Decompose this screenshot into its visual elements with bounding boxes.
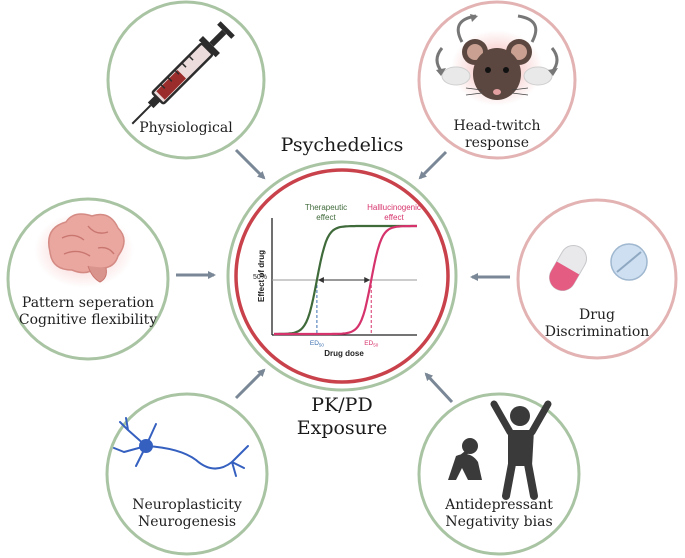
node-antidepressant bbox=[417, 392, 581, 556]
y-axis-label: Effect of drug bbox=[257, 250, 266, 302]
label-pattern-separation-2: Cognitive flexibility bbox=[18, 312, 158, 328]
label-neuroplasticity-1: Neuroplasticity bbox=[132, 497, 242, 513]
y-tick-label: 50% bbox=[253, 274, 267, 281]
pill-icon bbox=[549, 243, 648, 292]
node-pattern-separation bbox=[6, 197, 170, 361]
syringe-icon bbox=[131, 21, 235, 125]
mouse-icon bbox=[435, 14, 559, 106]
series-hallucinogenic-curve bbox=[274, 224, 417, 336]
center-title-bottom-2: Exposure bbox=[296, 417, 388, 439]
person-sad-icon bbox=[448, 438, 482, 480]
label-physiological: Physiological bbox=[139, 120, 233, 136]
dose-response-chart: 50% Effect of drug Drug dose Therapeutic… bbox=[253, 203, 421, 358]
node-head-twitch bbox=[417, 0, 577, 160]
arrow-antidepressant bbox=[424, 372, 454, 404]
x-axis-label: Drug dose bbox=[324, 349, 364, 358]
brain-icon bbox=[34, 212, 134, 288]
person-happy-icon bbox=[490, 400, 552, 500]
node-drug-discrimination bbox=[516, 198, 678, 360]
ed50-hallucinogenic-label: ED50 bbox=[364, 340, 379, 348]
arrow-neuroplasticity bbox=[234, 368, 266, 400]
node-physiological bbox=[106, 0, 266, 160]
center-title-bottom-1: PK/PD bbox=[311, 394, 373, 416]
arrow-head-twitch bbox=[418, 150, 448, 180]
series-therapeutic-label-1: Therapeutic bbox=[305, 203, 347, 212]
label-neuroplasticity-2: Neurogenesis bbox=[137, 514, 237, 530]
node-neuroplasticity bbox=[105, 392, 269, 556]
node-ring bbox=[516, 198, 678, 360]
node-ring bbox=[105, 392, 269, 556]
connector-arrows bbox=[176, 148, 510, 404]
node-ring bbox=[417, 392, 581, 556]
label-head-twitch-1: Head-twitch bbox=[453, 118, 541, 134]
neuron-icon bbox=[113, 417, 249, 477]
arrow-physiological bbox=[234, 148, 266, 180]
label-antidepressant-1: Antidepressant bbox=[445, 497, 553, 513]
center-title-top: Psychedelics bbox=[280, 134, 404, 156]
label-drug-discrimination-1: Drug bbox=[579, 307, 615, 323]
series-therapeutic-label-2: effect bbox=[316, 213, 336, 222]
series-hallucinogenic-label-1: Halllucinogenic bbox=[367, 203, 421, 212]
series-hallucinogenic-label-2: effect bbox=[384, 213, 404, 222]
ed50-therapeutic-label: ED50 bbox=[310, 340, 325, 348]
series-therapeutic-curve bbox=[274, 224, 417, 336]
label-antidepressant-2: Negativity bias bbox=[445, 514, 553, 530]
center-inner-ring bbox=[234, 168, 450, 384]
label-drug-discrimination-2: Discrimination bbox=[544, 324, 650, 340]
label-pattern-separation-1: Pattern seperation bbox=[21, 295, 155, 311]
label-head-twitch-2: response bbox=[464, 135, 530, 151]
